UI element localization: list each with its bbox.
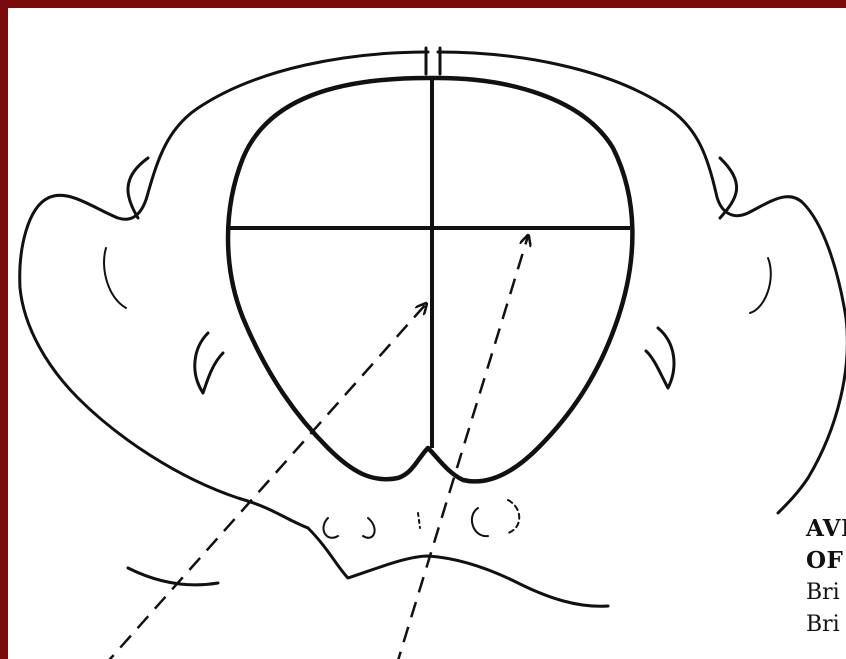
caption-line-3: Bri: [806, 577, 846, 609]
caption-line-2: OF: [806, 545, 846, 577]
caption-line-1: AVI: [806, 513, 846, 545]
pointer-arrow-ap: [103, 304, 426, 659]
pointer-arrow-transverse: [396, 236, 528, 659]
pelvis-diagram: [8, 8, 846, 659]
figure-caption: AVI OF Bri Bri: [806, 513, 846, 641]
caption-line-4: Bri: [806, 609, 846, 641]
